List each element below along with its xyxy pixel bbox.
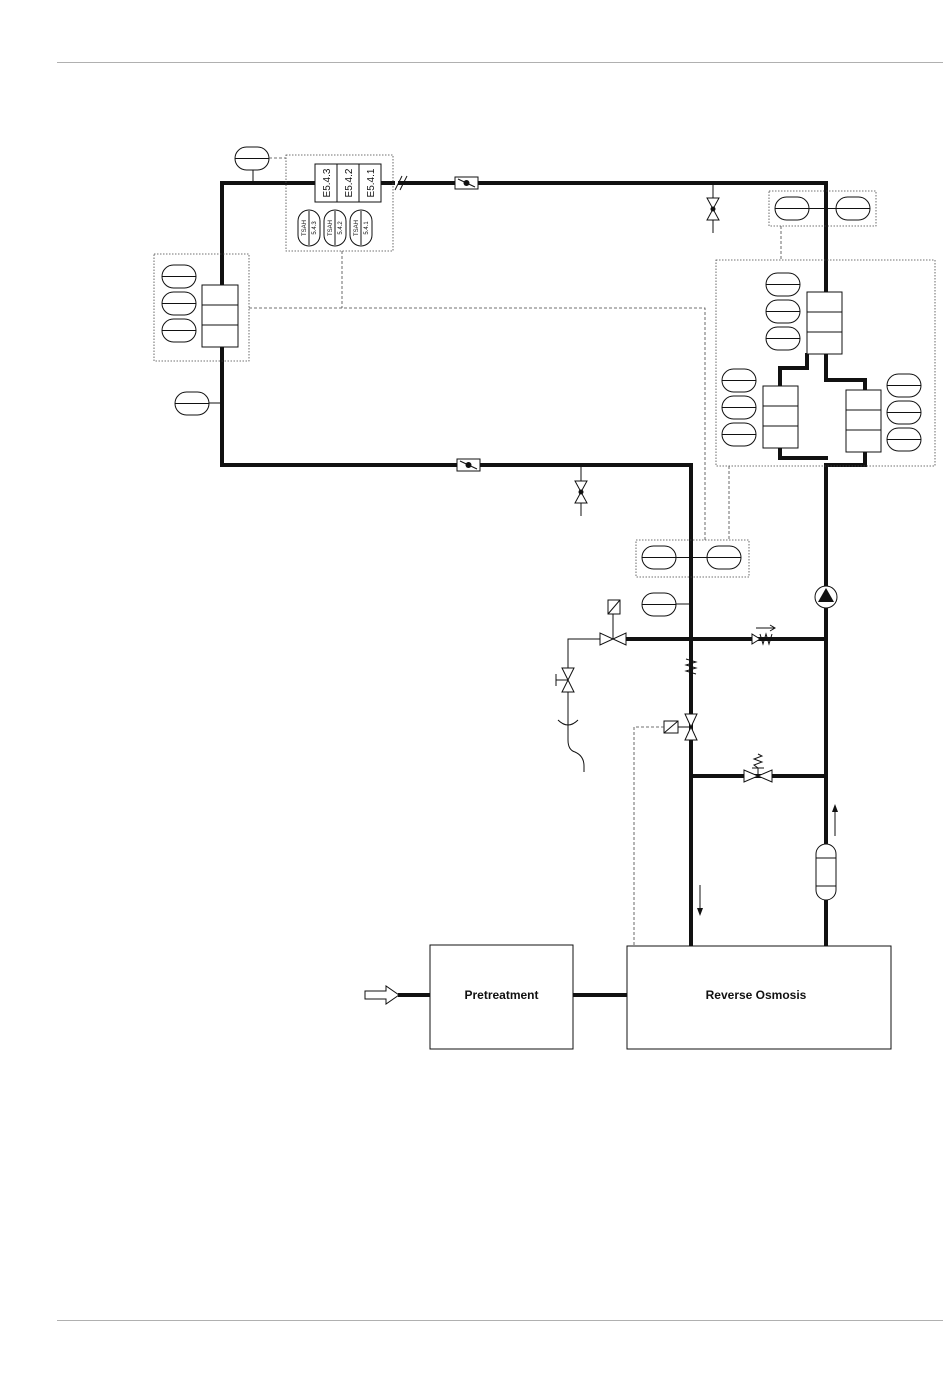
flow-arrow-down <box>697 885 703 916</box>
tsah-543-label: TSAH <box>302 220 308 236</box>
tsah-543-number: 5.4.3 <box>312 221 318 235</box>
reverse-osmosis-label: Reverse Osmosis <box>706 988 807 1002</box>
tsah-541-label: TSAH <box>354 220 360 236</box>
heater-tag-e542: E5.4.2 <box>344 168 355 197</box>
sample-valve-bottom <box>575 465 587 516</box>
instrument-pair-top-right <box>769 191 876 260</box>
signal-line-ro <box>634 727 664 945</box>
solenoid-valve-drain <box>600 600 626 645</box>
left-instrument-panel <box>154 254 249 361</box>
drain-valve <box>556 668 574 692</box>
tsah-instruments: TSAH 5.4.3 TSAH 5.4.2 TSAH 5.4.1 <box>298 210 372 246</box>
tsah-542-label: TSAH <box>328 220 334 236</box>
drain-hose <box>558 700 584 772</box>
feed-inlet-arrow <box>365 986 399 1004</box>
heater-tag-e541: E5.4.1 <box>366 168 377 197</box>
tsah-541-number: 5.4.1 <box>364 221 370 235</box>
circulation-pump <box>815 586 837 608</box>
loop-pipe-main <box>222 183 865 945</box>
check-valve-bottom <box>457 459 480 471</box>
sample-valve-top <box>707 183 719 233</box>
heater-tag-boxes: E5.4.3 E5.4.2 E5.4.1 <box>315 164 381 202</box>
tsah-542-number: 5.4.2 <box>338 221 344 235</box>
signal-line-left <box>249 308 705 540</box>
flow-arrow-up <box>832 804 838 836</box>
check-valve-top <box>455 177 478 189</box>
instrument-return-line <box>642 593 691 616</box>
spring-check-valve <box>752 625 775 644</box>
instrument-top-left <box>235 147 286 183</box>
heater-tag-e543: E5.4.3 <box>322 168 333 197</box>
instrument-left-lower <box>175 392 222 415</box>
pretreatment-label: Pretreatment <box>464 988 538 1002</box>
filter-cartridge <box>816 844 836 900</box>
